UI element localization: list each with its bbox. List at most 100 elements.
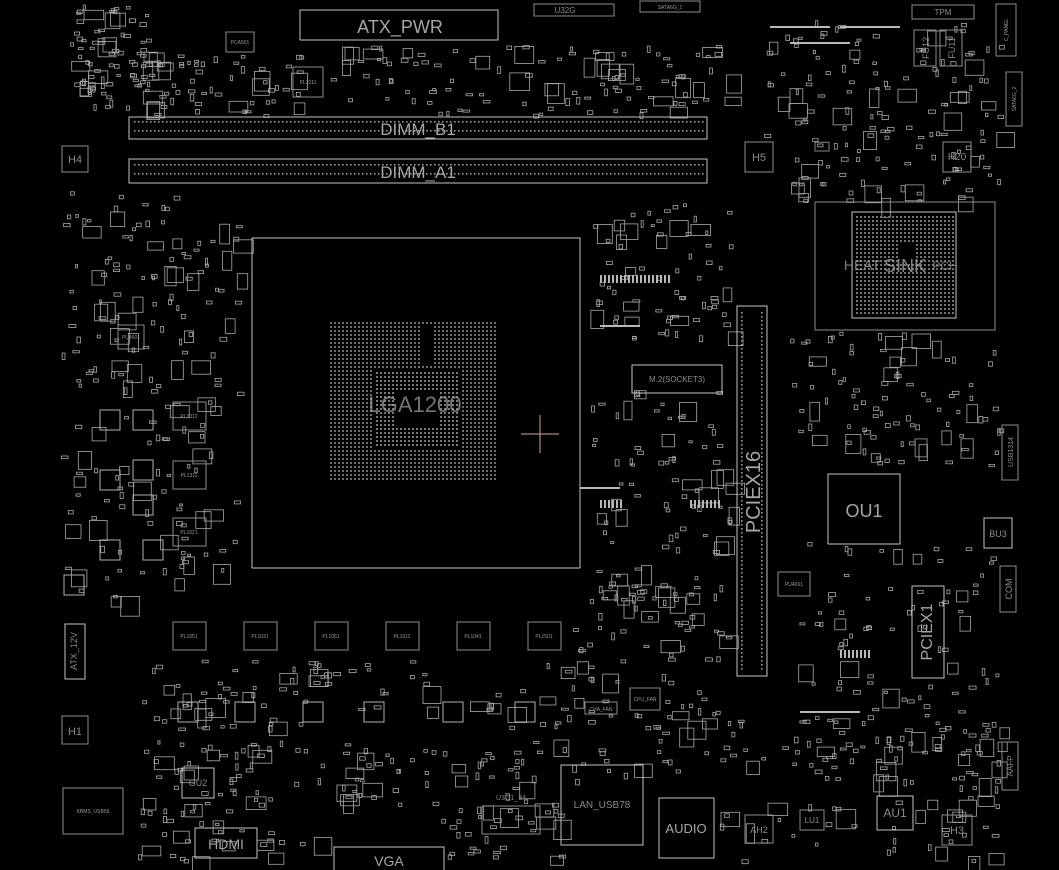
svg-text:H5: H5 <box>752 152 766 164</box>
pca501-chip: PCA501 <box>225 31 255 53</box>
pciex1-slot[interactable]: PCIEX1 <box>911 585 945 679</box>
svg-text:KBMS_USB56: KBMS_USB56 <box>77 809 110 815</box>
cpu-socket[interactable]: LGA1200 <box>251 237 581 569</box>
svg-text:DIMM_A1: DIMM_A1 <box>380 163 456 182</box>
sata6g-1-connector[interactable]: SATA6G_1 <box>639 0 701 13</box>
svg-text:PL1041: PL1041 <box>464 634 481 640</box>
vga-port[interactable]: VGA <box>333 846 445 870</box>
svg-text:DIMM_B1: DIMM_B1 <box>380 120 456 139</box>
svg-text:CPU_FAN: CPU_FAN <box>633 697 656 703</box>
h5-mount-hole: H5 <box>744 141 774 173</box>
svg-text:AU1: AU1 <box>883 806 907 820</box>
svg-text:C_PANEL: C_PANEL <box>1004 19 1010 42</box>
svg-text:USB1314: USB1314 <box>1008 437 1015 467</box>
hdmi-port[interactable]: HDMI <box>194 827 258 859</box>
svg-text:PL1061: PL1061 <box>322 634 339 640</box>
svg-text:FU11: FU11 <box>947 37 957 58</box>
svg-text:BU3: BU3 <box>989 529 1007 539</box>
atx-power-connector[interactable]: ATX_PWR <box>299 9 499 41</box>
pch-chipset: HEAT SINK PCH <box>814 201 996 331</box>
svg-text:SATA6G_1: SATA6G_1 <box>658 5 683 11</box>
bu3-battery: BU3 <box>983 517 1013 549</box>
pl2011-inductor: PL2011 <box>292 66 324 98</box>
svg-text:PCIEX1: PCIEX1 <box>919 603 936 660</box>
svg-text:PU4601: PU4601 <box>122 335 140 341</box>
svg-text:PL1021: PL1021 <box>180 530 197 536</box>
c-panel-header[interactable]: C_PANEL <box>995 3 1017 57</box>
svg-text:LGA1200: LGA1200 <box>369 392 462 417</box>
cha-fan-header[interactable]: CHA_FAN <box>584 701 618 715</box>
svg-text:AUDIO: AUDIO <box>665 821 706 836</box>
svg-text:AH2: AH2 <box>750 825 768 835</box>
svg-text:FU12: FU12 <box>921 37 931 59</box>
h1-mount-hole: H1 <box>61 715 89 745</box>
aafp-header[interactable]: AAFP <box>1001 741 1019 791</box>
svg-text:H4: H4 <box>68 154 82 166</box>
svg-text:U32G: U32G <box>555 6 576 15</box>
socket-center-crosshair <box>521 415 559 453</box>
h20-mount-hole: H20 <box>942 141 972 173</box>
gu2-chip: GU2 <box>181 767 215 799</box>
svg-text:HDMI: HDMI <box>208 836 244 852</box>
dimm-b1-slot[interactable]: DIMM_B1 <box>128 116 708 140</box>
sata6g-2-connector[interactable]: SATA6G_2 <box>1005 71 1023 127</box>
com-header[interactable]: COM <box>999 565 1017 613</box>
h3-mount-hole: H3 <box>941 814 973 846</box>
svg-text:SATA6G_2: SATA6G_2 <box>1012 87 1018 112</box>
svg-text:LAN_USB78: LAN_USB78 <box>574 800 631 811</box>
svg-text:SINK: SINK <box>884 256 926 276</box>
svg-text:VGA: VGA <box>374 853 404 869</box>
pu4001-chip: PU4001 <box>777 571 811 597</box>
svg-text:PL2011: PL2011 <box>300 80 317 86</box>
atx-12v-connector[interactable]: ATX_12V <box>64 623 86 680</box>
u3g1-34-header[interactable]: U3G1_34 <box>481 795 541 835</box>
svg-text:M.2(SOCKET3): M.2(SOCKET3) <box>649 375 705 384</box>
svg-text:HEAT: HEAT <box>844 257 881 273</box>
component-pads <box>61 4 1015 870</box>
kbms-usb56-connector[interactable]: KBMS_USB56 <box>62 787 124 835</box>
pl1021-inductor: PL1021 <box>172 517 207 547</box>
svg-text:PL1011: PL1011 <box>394 634 411 640</box>
svg-text:PL1501: PL1501 <box>535 634 552 640</box>
svg-text:PL1051: PL1051 <box>180 634 197 640</box>
ou1-chip: OU1 <box>827 473 901 545</box>
lu1-chip: LU1 <box>799 809 825 831</box>
svg-text:PCH: PCH <box>932 259 957 273</box>
svg-text:PCIEX16: PCIEX16 <box>743 451 765 533</box>
svg-text:AAFP: AAFP <box>1006 756 1015 777</box>
h4-mount-hole: H4 <box>61 145 89 173</box>
svg-text:U3G1_34: U3G1_34 <box>496 795 526 802</box>
pl1061-inductor: PL1061 <box>314 621 349 651</box>
pu4601-controller: PU4601 <box>117 324 145 350</box>
svg-text:GU2: GU2 <box>189 778 208 788</box>
svg-text:H20: H20 <box>948 152 967 163</box>
cpu-fan-header[interactable]: CPU_FAN <box>629 687 661 711</box>
lan-usb78-port[interactable]: LAN_USB78 <box>560 764 644 846</box>
pl1312-inductor: PL1312 <box>172 401 207 431</box>
svg-text:LU1: LU1 <box>805 816 820 825</box>
svg-text:TPM: TPM <box>935 8 952 17</box>
fu12-fuse: FU12 <box>913 29 937 67</box>
ah2-hole: AH2 <box>744 814 774 844</box>
svg-text:H1: H1 <box>68 726 82 738</box>
fu11-fuse: FU11 <box>939 29 963 67</box>
au1-audio-codec: AU1 <box>876 795 914 831</box>
dimm-a1-slot[interactable]: DIMM_A1 <box>128 158 708 184</box>
pl1501-inductor: PL1501 <box>527 621 562 651</box>
pl1011-inductor: PL1011 <box>385 621 420 651</box>
svg-text:ATX_12V: ATX_12V <box>69 632 79 670</box>
svg-text:OU1: OU1 <box>845 501 882 521</box>
audio-jack[interactable]: AUDIO <box>658 797 715 859</box>
svg-text:H3: H3 <box>950 825 964 837</box>
svg-text:CHA_FAN: CHA_FAN <box>589 707 612 713</box>
u32g-header[interactable]: U32G <box>533 3 615 17</box>
tpm-header[interactable]: TPM <box>911 4 975 20</box>
svg-text:PU4001: PU4001 <box>785 582 803 588</box>
usb1314-header[interactable]: USB1314 <box>1001 424 1019 481</box>
pciex16-slot[interactable]: PCIEX16 <box>736 305 768 677</box>
pl1051-inductor: PL1051 <box>172 621 207 651</box>
m2-socket[interactable]: M.2(SOCKET3) <box>631 364 723 394</box>
svg-text:PCA501: PCA501 <box>231 40 250 46</box>
atx-pwr-label: ATX_PWR <box>357 17 443 38</box>
